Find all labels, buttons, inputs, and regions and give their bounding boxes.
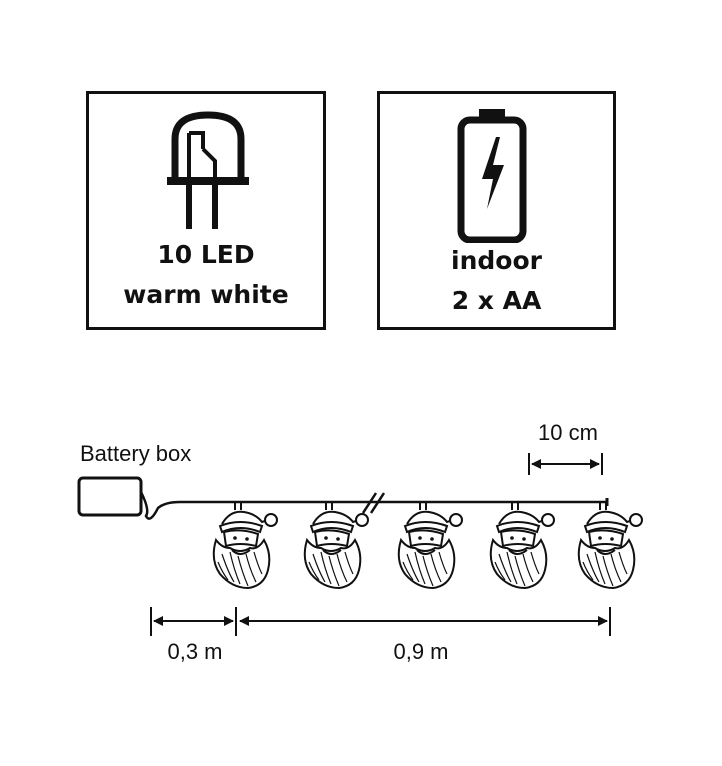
battery-bolt-icon: [457, 109, 527, 243]
santa-claus-icon: [577, 501, 643, 589]
cable-break-mark-1: [361, 492, 378, 514]
santa-claus-icon: [212, 501, 278, 589]
lit-length-dimension: [239, 607, 611, 636]
led-spec-box: 10 LED warm white: [86, 91, 326, 330]
spacing-dimension: [528, 453, 603, 475]
indoor-label: indoor: [451, 246, 542, 275]
battery-spec-box: indoor 2 x AA: [377, 91, 616, 330]
battery-box-shape: [77, 476, 143, 517]
cable-break-mark-2: [369, 492, 386, 514]
spacing-label: 10 cm: [538, 420, 598, 445]
led-color-label: warm white: [123, 280, 289, 309]
led-diode-icon: [167, 111, 249, 229]
santa-claus-icon: [489, 501, 555, 589]
battery-box-label: Battery box: [80, 441, 191, 466]
light-chain-diagram: Battery box 10 cm 0,3 m 0,9 m: [77, 420, 643, 664]
lead-cable: [139, 491, 606, 520]
led-box-text: 10 LED warm white: [89, 235, 323, 315]
battery-box-text: indoor 2 x AA: [380, 241, 613, 321]
led-count-label: 10 LED: [157, 240, 255, 269]
santa-claus-icon: [303, 501, 369, 589]
battery-type-label: 2 x AA: [451, 286, 542, 315]
santa-claus-icon: [397, 501, 463, 589]
lead-length-dimension: [150, 607, 237, 636]
lead-length-label: 0,3 m: [167, 639, 222, 664]
lit-length-label: 0,9 m: [393, 639, 448, 664]
